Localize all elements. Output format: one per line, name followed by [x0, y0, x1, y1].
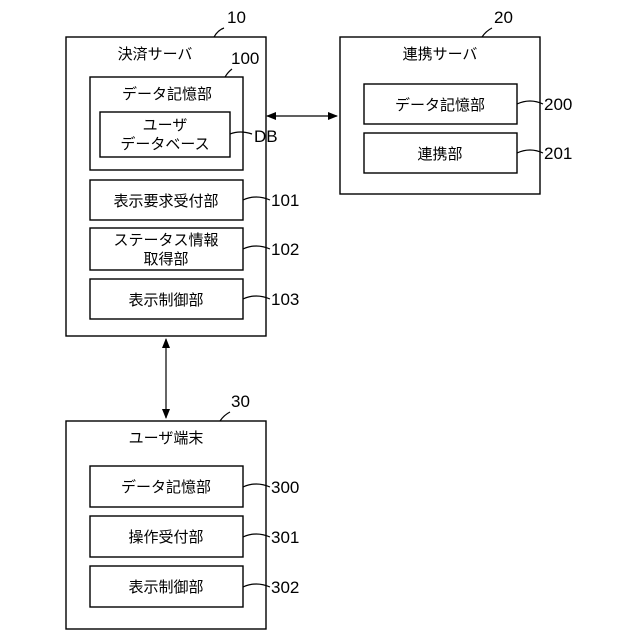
payment-storage-label: データ記憶部 — [122, 85, 212, 103]
user-terminal-block: ユーザ端末 30 データ記憶部 300 操作受付部 301 表示制御部 302 — [66, 392, 299, 629]
link-unit-label: 連携部 — [417, 145, 462, 163]
user-terminal-ref: 30 — [231, 392, 250, 411]
user-terminal-leader — [220, 412, 230, 421]
display-request-receiver-label: 表示要求受付部 — [113, 192, 218, 210]
payment-server-title: 決済サーバ — [118, 45, 193, 63]
status-info-acquirer-line1: ステータス情報 — [113, 231, 218, 249]
terminal-display-controller-ref: 302 — [271, 578, 299, 597]
operation-receiver-ref: 301 — [271, 528, 299, 547]
status-info-acquirer-ref: 102 — [271, 240, 299, 259]
terminal-storage-ref: 300 — [271, 478, 299, 497]
link-server-ref: 20 — [494, 8, 513, 27]
user-database-line2: データベース — [120, 135, 209, 153]
payment-display-controller-block: 表示制御部 103 — [90, 279, 299, 319]
link-storage-label: データ記憶部 — [395, 96, 485, 114]
link-storage-block: データ記憶部 200 — [364, 84, 572, 124]
payment-server-leader — [214, 28, 224, 37]
terminal-display-controller-label: 表示制御部 — [128, 578, 203, 596]
payment-display-controller-ref: 103 — [271, 290, 299, 309]
user-database-line1: ユーザ — [143, 116, 188, 134]
display-request-receiver-block: 表示要求受付部 101 — [90, 180, 299, 220]
status-info-acquirer-block: ステータス情報 取得部 102 — [90, 228, 299, 270]
link-unit-ref: 201 — [544, 144, 572, 163]
user-database-ref: DB — [254, 127, 278, 146]
payment-server-ref: 10 — [227, 8, 246, 27]
link-server-block: 連携サーバ 20 データ記憶部 200 連携部 201 — [340, 8, 572, 194]
operation-receiver-label: 操作受付部 — [128, 528, 203, 546]
terminal-storage-label: データ記憶部 — [121, 478, 211, 496]
payment-storage-ref: 100 — [231, 49, 259, 68]
status-info-acquirer-line2: 取得部 — [143, 250, 188, 268]
user-terminal-title: ユーザ端末 — [129, 429, 204, 447]
link-server-leader — [482, 28, 492, 37]
terminal-display-controller-block: 表示制御部 302 — [90, 566, 299, 607]
link-server-title: 連携サーバ — [403, 45, 478, 63]
link-storage-ref: 200 — [544, 95, 572, 114]
display-request-receiver-ref: 101 — [271, 191, 299, 210]
link-unit-block: 連携部 201 — [364, 133, 572, 173]
terminal-storage-block: データ記憶部 300 — [90, 466, 299, 507]
payment-server-block: 決済サーバ 10 データ記憶部 100 ユーザ データベース DB 表示要求受付… — [66, 8, 299, 336]
payment-display-controller-label: 表示制御部 — [128, 291, 203, 309]
operation-receiver-block: 操作受付部 301 — [90, 516, 299, 557]
